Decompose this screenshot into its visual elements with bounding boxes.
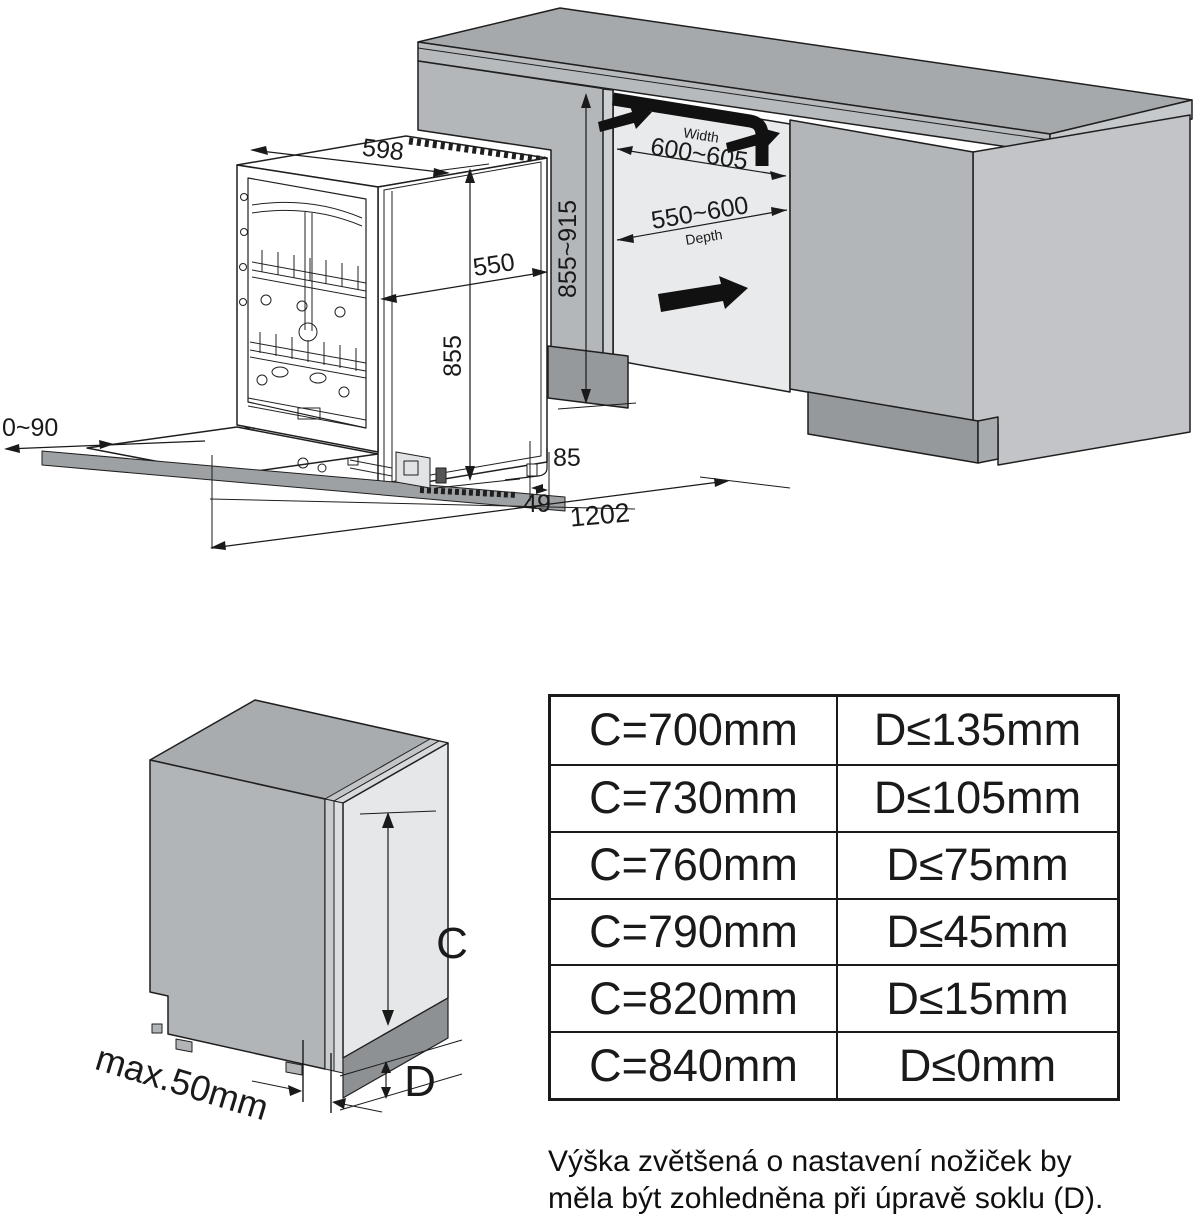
- cell-d-value: D≤45mm: [886, 905, 1069, 957]
- unit-back-panel: [149, 759, 326, 1070]
- table-row: C=730mm D≤105mm: [551, 763, 1117, 831]
- dim-rear-gap: 85: [553, 444, 581, 472]
- dim-total-depth: 1202: [569, 497, 631, 532]
- dim-body-depth: 550: [471, 248, 517, 282]
- door-hinge-mechanism: [297, 451, 447, 489]
- dishwasher-front-face: [236, 164, 379, 453]
- right-cabinet-side: [972, 114, 1191, 466]
- cell-c-value: C=700mm: [551, 697, 838, 764]
- niche-height-value: 855~915: [554, 200, 582, 298]
- cell-d-value: D≤15mm: [886, 972, 1069, 1024]
- dim-rear-foot-offset: 49: [523, 490, 551, 518]
- door-decor-panel: [41, 450, 566, 512]
- niche-width-label: Width: [682, 124, 720, 145]
- cell-d-value: D≤75mm: [886, 839, 1069, 891]
- insert-direction-arrow-icon: [658, 276, 748, 312]
- dim-door-angle: 0~90: [2, 414, 58, 442]
- height-adjustment-drawing: [149, 699, 449, 1099]
- plinth-note: Výška zvětšená o nastavení nožiček by mě…: [548, 1143, 1148, 1217]
- cell-d-value: D≤135mm: [873, 704, 1082, 756]
- unit-foot: [285, 1061, 303, 1076]
- table-row: C=820mm D≤15mm: [551, 964, 1117, 1032]
- table-row: C=790mm D≤45mm: [551, 897, 1117, 965]
- dishwasher-interior: [247, 201, 367, 429]
- cd-spec-table: C=700mm D≤135mm C=730mm D≤105mm C=760mm …: [548, 694, 1120, 1101]
- unit-door-bottom-edge: [342, 997, 449, 1099]
- dishwasher-dimensions: [4, 146, 791, 550]
- table-row: C=840mm D≤0mm: [551, 1031, 1117, 1098]
- door-height-label: C: [436, 919, 468, 968]
- insert-arrows: [598, 106, 780, 312]
- niche-depth-label: Depth: [684, 226, 723, 248]
- table-row: C=760mm D≤75mm: [551, 830, 1117, 898]
- dishwasher-drawing: [41, 135, 636, 512]
- insert-arrow-icon: [598, 106, 652, 132]
- unit-foot: [175, 1038, 193, 1053]
- cell-d-value: D≤0mm: [898, 1039, 1057, 1091]
- niche-dimensions: [557, 93, 788, 410]
- cell-c-value: C=730mm: [551, 765, 838, 831]
- cell-c-value: C=790mm: [551, 899, 838, 965]
- note-line: měla být zohledněna při úpravě soklu (D)…: [548, 1182, 1104, 1215]
- note-line: Výška zvětšená o nastavení nožiček by: [548, 1145, 1072, 1178]
- cell-c-value: C=840mm: [551, 1033, 838, 1098]
- counter-cabinet-drawing: [417, 7, 1193, 466]
- dim-height: 855: [439, 335, 467, 377]
- left-cabinet-plinth: [547, 345, 629, 409]
- adjustment-dimensions: [251, 810, 463, 1113]
- dim-width: 598: [361, 134, 406, 167]
- cell-d-value: D≤105mm: [873, 772, 1082, 824]
- insert-arrow-icon: [726, 127, 780, 153]
- plinth-gap-label: D: [404, 1057, 436, 1106]
- right-cabinet-front: [789, 119, 974, 422]
- cell-c-value: C=760mm: [551, 832, 838, 898]
- right-cabinet-plinth-side: [977, 416, 999, 464]
- cell-c-value: C=820mm: [551, 966, 838, 1032]
- table-row: C=700mm D≤135mm: [551, 697, 1117, 764]
- dishwasher-side-panel: [377, 157, 548, 491]
